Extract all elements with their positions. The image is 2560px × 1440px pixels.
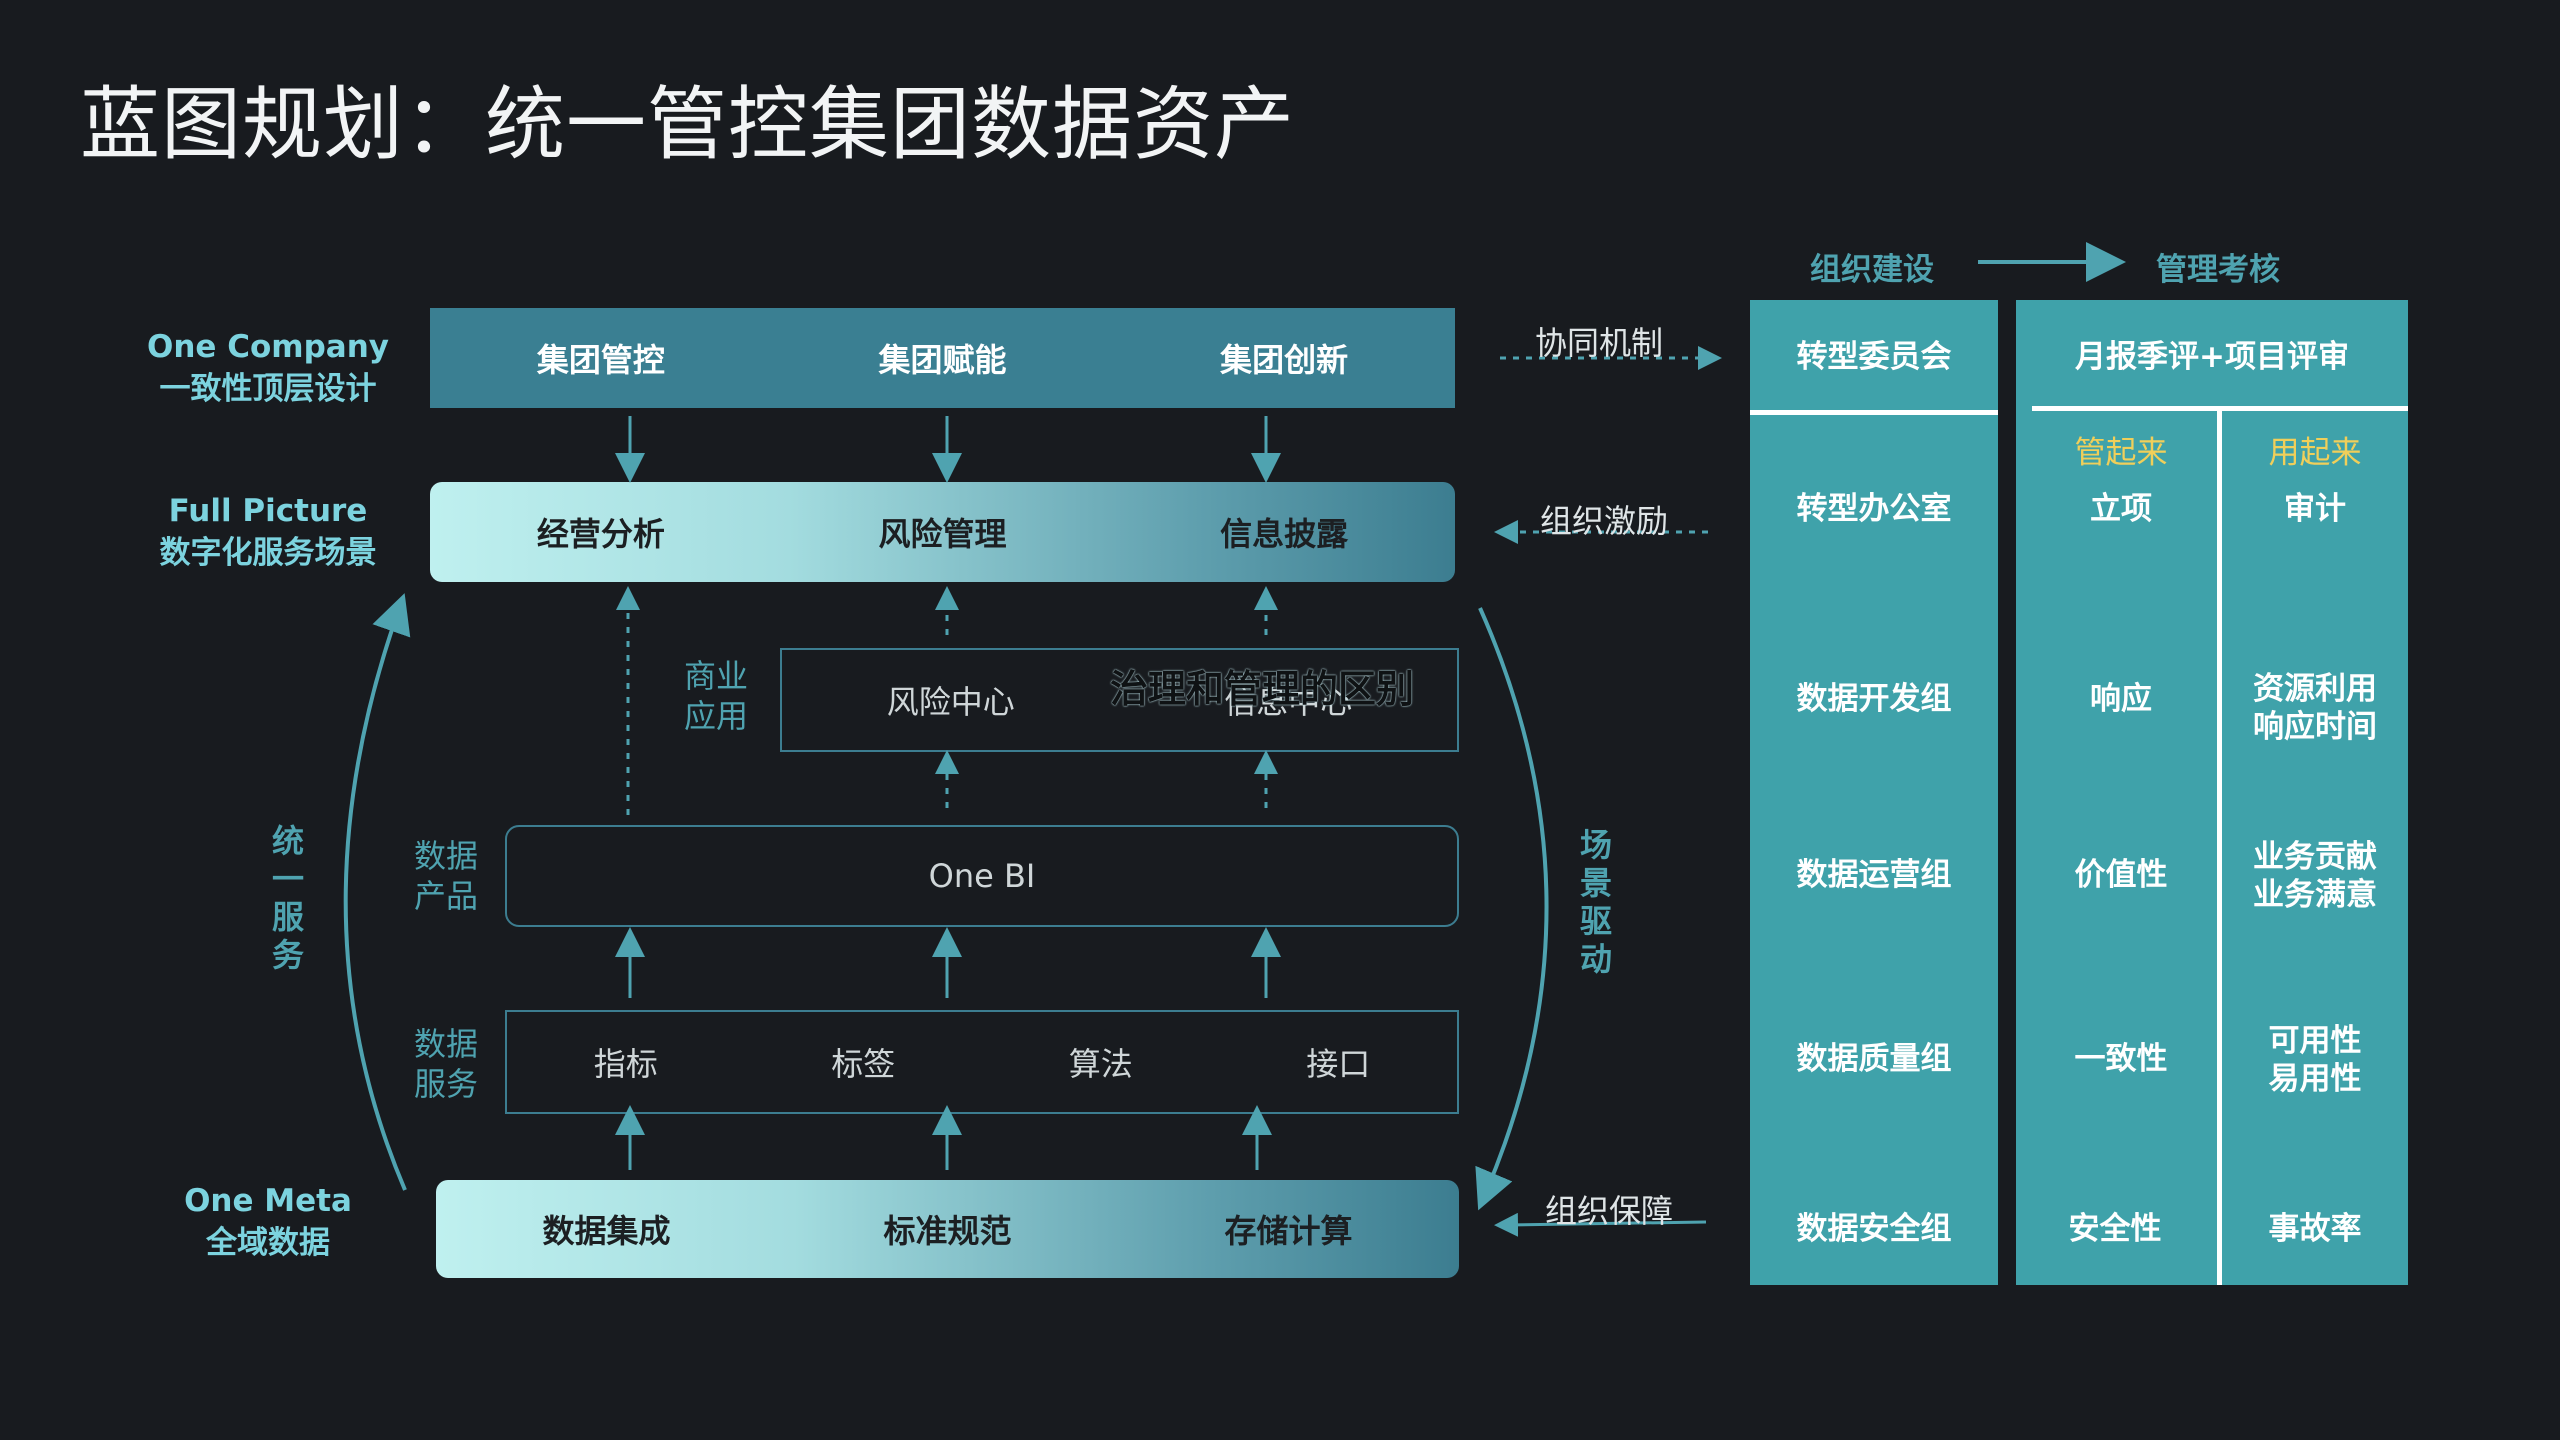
unified-char-2: 一: [271, 860, 304, 898]
right-arc: [1475, 607, 1549, 1211]
guarantee-arrow: [1494, 1212, 1707, 1237]
service-algorithms: 算法: [1068, 1045, 1133, 1083]
org-ops-group: 数据运营组: [1796, 857, 1952, 893]
label-org-building: 组织建设: [1810, 252, 1934, 288]
scene-char-1: 场: [1579, 826, 1612, 864]
label-unified-service: 统 一 服 务: [268, 822, 308, 974]
solid-up-arrows: [615, 927, 1281, 1170]
label-assessment: 管理考核: [2156, 252, 2280, 288]
org-office: 转型办公室: [1796, 491, 1952, 527]
tag-use: 用起来: [2268, 435, 2362, 471]
business-app-box: 风险中心 信息中心: [780, 648, 1459, 752]
scene-band: 经营分析 风险管理 信息披露: [430, 482, 1455, 582]
unified-char-1: 统: [271, 822, 304, 860]
tag-manage: 管起来: [2074, 435, 2168, 471]
assessment-panel: 月报季评+项目评审 管起来 立项 响应 价值性 一致性 安全性 用起来 审计 资…: [2016, 300, 2408, 1285]
label-one-meta: One Meta 全域数据: [118, 1180, 418, 1264]
label-one-meta-cn: 全域数据: [206, 1225, 330, 1261]
scene-char-2: 景: [1579, 864, 1612, 902]
unified-char-4: 务: [271, 936, 304, 974]
one-bi-box: One BI: [505, 825, 1459, 927]
label-one-company-en: One Company: [147, 329, 389, 365]
assess-left-value: 价值性: [2074, 857, 2168, 893]
assess-right-business-line2: 业务满意: [2253, 877, 2377, 913]
assess-right-business: 业务贡献 业务满意: [2222, 838, 2408, 914]
service-metrics: 指标: [593, 1045, 658, 1083]
foundation-band: 数据集成 标准规范 存储计算: [436, 1180, 1459, 1278]
assess-right-usability: 可用性 易用性: [2222, 1022, 2408, 1098]
assess-header: 月报季评+项目评审: [2075, 339, 2349, 375]
label-full-picture-en: Full Picture: [168, 493, 368, 529]
down-arrows: [615, 416, 1281, 483]
one-bi: One BI: [928, 857, 1036, 895]
band-item-risk-management: 风险管理: [878, 515, 1007, 553]
scene-char-4: 动: [1579, 940, 1612, 978]
assess-right-resource-line1: 资源利用: [2253, 671, 2377, 707]
label-full-picture: Full Picture 数字化服务场景: [118, 490, 418, 574]
label-one-company-cn: 一致性顶层设计: [159, 371, 377, 407]
org-dev-group: 数据开发组: [1796, 681, 1952, 717]
label-business-app-line2: 应用: [683, 697, 748, 735]
label-full-picture-cn: 数字化服务场景: [159, 535, 377, 571]
label-incentive: 组织激励: [1540, 502, 1669, 540]
label-business-app-line1: 商业: [683, 657, 748, 695]
band-item-group-innovate: 集团创新: [1220, 341, 1349, 379]
service-tags: 标签: [831, 1045, 896, 1083]
assess-left-consistency: 一致性: [2074, 1041, 2168, 1077]
assess-right-business-line1: 业务贡献: [2253, 839, 2377, 875]
band-item-storage-compute: 存储计算: [1224, 1212, 1353, 1250]
assess-right-audit: 审计: [2284, 491, 2346, 527]
scene-char-3: 驱: [1579, 902, 1612, 940]
label-business-app: 商业 应用: [676, 656, 756, 736]
assess-right-resource-line2: 响应时间: [2253, 709, 2377, 745]
risk-center: 风险中心: [886, 683, 1015, 721]
service-interfaces: 接口: [1306, 1045, 1371, 1083]
left-arc: [343, 593, 411, 1191]
group-band: 集团管控 集团赋能 集团创新: [430, 308, 1455, 408]
page-title: 蓝图规划：统一管控集团数据资产: [80, 78, 1295, 171]
band-item-group-control: 集团管控: [536, 341, 665, 379]
assess-right-usability-line1: 可用性: [2268, 1023, 2362, 1059]
assess-left-security: 安全性: [2068, 1211, 2162, 1247]
label-data-service-line1: 数据: [413, 1025, 478, 1063]
org-panel: 转型委员会 转型办公室 数据开发组 数据运营组 数据质量组 数据安全组: [1750, 300, 1998, 1285]
band-item-business-analysis: 经营分析: [536, 515, 665, 553]
assess-right-incident: 事故率: [2268, 1211, 2362, 1247]
label-scene-driven: 场 景 驱 动: [1576, 826, 1616, 978]
assess-right-resource: 资源利用 响应时间: [2222, 670, 2408, 746]
org-committee: 转型委员会: [1796, 339, 1952, 375]
assess-vertical-divider: [2217, 411, 2222, 1285]
assess-left-response: 响应: [2090, 681, 2152, 717]
label-data-product-line1: 数据: [413, 837, 478, 875]
band-item-data-integration: 数据集成: [542, 1212, 671, 1250]
label-one-meta-en: One Meta: [184, 1183, 352, 1219]
label-guarantee: 组织保障: [1545, 1192, 1674, 1230]
label-data-service-line2: 服务: [413, 1065, 478, 1103]
label-data-product-line2: 产品: [413, 877, 478, 915]
overlay-text: 治理和管理的区别: [1110, 667, 1415, 711]
band-item-group-empower: 集团赋能: [878, 341, 1007, 379]
assess-divider: [2032, 406, 2408, 411]
label-collab: 协同机制: [1535, 324, 1664, 362]
band-item-standards: 标准规范: [883, 1212, 1012, 1250]
label-data-service: 数据 服务: [406, 1024, 486, 1104]
unified-char-3: 服: [271, 898, 304, 936]
band-item-info-disclosure: 信息披露: [1220, 515, 1349, 553]
assess-left-project: 立项: [2090, 491, 2152, 527]
org-security-group: 数据安全组: [1796, 1211, 1952, 1247]
data-service-box: 指标 标签 算法 接口: [505, 1010, 1459, 1114]
info-center: 信息中心: [1224, 683, 1353, 721]
org-quality-group: 数据质量组: [1796, 1041, 1952, 1077]
label-one-company: One Company 一致性顶层设计: [118, 326, 418, 410]
assess-right-usability-line2: 易用性: [2268, 1061, 2362, 1097]
label-data-product: 数据 产品: [406, 836, 486, 916]
org-divider: [1750, 410, 1998, 415]
dashed-up-arrows: [616, 586, 1278, 815]
